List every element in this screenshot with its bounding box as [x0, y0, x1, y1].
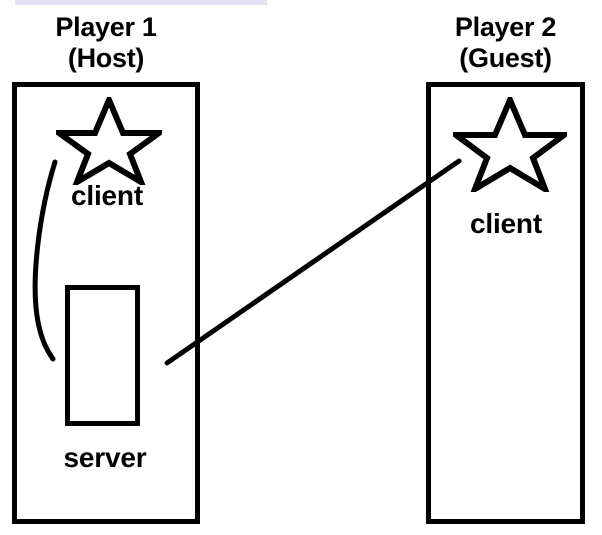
connector-host-server-to-guest-client — [164, 158, 462, 366]
node-label-host-server: server — [63, 442, 147, 473]
star-icon-host-client — [49, 92, 169, 190]
node-label-host-client: client — [71, 180, 143, 211]
node-shape-host-server — [65, 285, 140, 426]
panel-title-host: Player 1 (Host) — [55, 12, 157, 73]
star-icon-guest-client — [446, 92, 574, 197]
panel-title-guest: Player 2 (Guest) — [454, 12, 557, 73]
accent-strip — [15, 0, 267, 5]
node-label-guest-client: client — [470, 208, 542, 239]
